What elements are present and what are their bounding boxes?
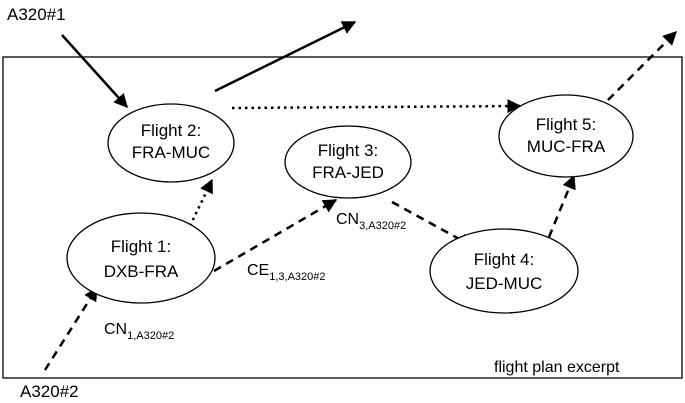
ce13-label: CE1,3,A320#2 [247, 262, 326, 283]
a320-2-exit-arrow [607, 31, 677, 101]
cn1-label: CN1,A320#2 [104, 321, 174, 342]
flight-node-4: Flight 4: JED-MUC [429, 228, 579, 314]
flight1-to-flight2-arrow [188, 178, 214, 227]
flight-1-route: DXB-FRA [104, 262, 179, 281]
flight-3-route: FRA-JED [312, 163, 384, 182]
flight1-to-flight3-arrow [213, 198, 338, 273]
a320-1-exit-arrow [214, 20, 357, 93]
flight4-to-flight5-arrow [547, 174, 576, 238]
flight-2-title: Flight 2: [141, 121, 201, 140]
cn3-label: CN3,A320#2 [336, 211, 406, 232]
a320-1-entry-arrow [61, 34, 128, 109]
flight-plan-frame [2, 56, 683, 379]
flight-node-2: Flight 2: FRA-MUC [107, 103, 235, 183]
flight-node-3: Flight 3: FRA-JED [284, 125, 412, 199]
flight-plan-caption: flight plan excerpt [494, 359, 620, 376]
flight-4-route: JED-MUC [466, 274, 543, 293]
flight-1-title: Flight 1: [111, 237, 171, 256]
flight-4-title: Flight 4: [474, 250, 534, 269]
flight-5-title: Flight 5: [536, 115, 596, 134]
flight-2-route: FRA-MUC [132, 143, 210, 162]
flight2-to-flight5-arrow [231, 99, 522, 114]
flight-node-5: Flight 5: MUC-FRA [498, 94, 634, 178]
flight-node-1: Flight 1: DXB-FRA [66, 212, 216, 304]
a320-2-entry-arrow [43, 286, 99, 371]
flight-3-title: Flight 3: [318, 141, 378, 160]
aircraft-a320-1-label: A320#1 [7, 5, 66, 24]
aircraft-a320-2-label: A320#2 [20, 382, 79, 401]
flight-5-route: MUC-FRA [527, 137, 606, 156]
